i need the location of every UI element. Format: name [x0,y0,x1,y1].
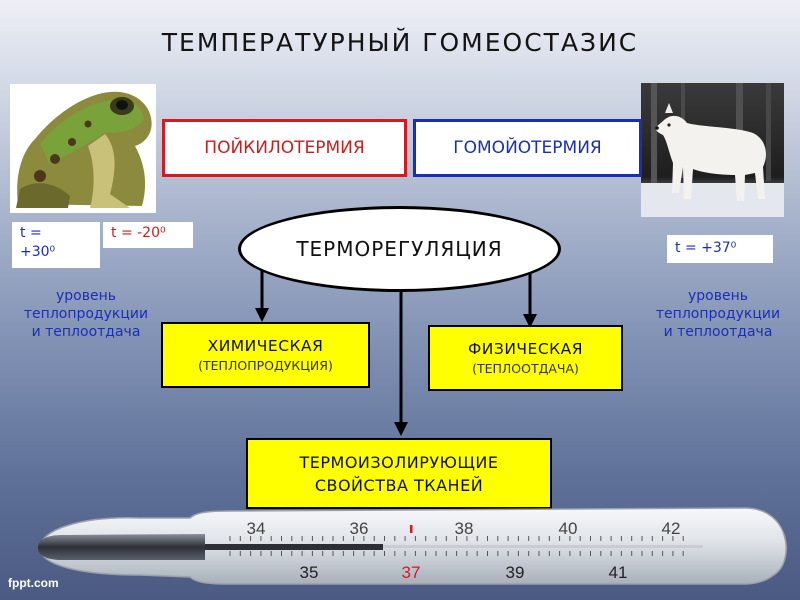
insulating-box: ТЕРМОИЗОЛИРУЮЩИЕ СВОЙСТВА ТКАНЕЙ [246,438,552,509]
capillary [383,545,703,548]
thermometer-label-top: 40 [559,519,578,538]
frog-photo [10,84,156,213]
level-right-line: уровень [687,288,748,304]
thermometer-label-top: 34 [247,519,266,538]
thermometer-label-bottom: 35 [300,563,319,582]
frog-temp-line2: +30⁰ [20,244,56,260]
physical-sublabel: (ТЕПЛООТДАЧА) [472,361,579,376]
thermometer-label-top: 36 [350,519,369,538]
chemical-sublabel: (ТЕПЛОПРОДУКЦИЯ) [198,358,333,373]
scale-ticks-upper [229,536,684,541]
frog-temp-line1: t = [20,225,42,241]
frog-cold-temp-label: t = -20⁰ [111,225,166,241]
thermometer-label-bottom: 37 [402,563,421,582]
thermometer-bulb [38,534,205,560]
red-marker [410,525,413,533]
thermometer-label-bottom: 39 [506,563,525,582]
arrow-right-head [523,314,537,328]
level-right-line: и теплоотдача [663,324,773,340]
poikilothermy-box: ПОЙКИЛОТЕРМИЯ [162,119,407,177]
chemical-label: ХИМИЧЕСКАЯ [207,337,324,355]
page-title: ТЕМПЕРАТУРНЫЙ ГОМЕОСТАЗИС [161,28,639,57]
level-left-line: и теплоотдача [31,324,141,340]
level-right-text: уровень теплопродукции и теплоотдача [640,287,796,341]
scale-ticks-lower [229,551,684,556]
mercury-column [205,544,383,550]
level-left-line: уровень [55,288,116,304]
thermometer-label-top: 38 [455,519,474,538]
footer-logo: fppt.com [8,576,59,590]
level-left-text: уровень теплопродукции и теплоотдача [8,287,164,341]
frog-cold-temp-tag: t = -20⁰ [103,222,193,248]
thermometer-label-top: 42 [662,519,681,538]
level-right-line: теплопродукции [655,306,781,322]
homoiothermy-box: ГОМОЙОТЕРМИЯ [413,119,642,177]
chemical-box: ХИМИЧЕСКАЯ (ТЕПЛОПРОДУКЦИЯ) [161,322,370,388]
frog-temp-tag: t = +30⁰ [12,222,100,268]
wolf-photo [641,83,784,217]
arrow-left-head [255,308,269,322]
level-left-line: теплопродукции [23,306,149,322]
arrow-center-head [394,422,408,436]
thermoregulation-ellipse: ТЕРМОРЕГУЛЯЦИЯ [238,206,561,292]
physical-box: ФИЗИЧЕСКАЯ (ТЕПЛООТДАЧА) [428,325,623,391]
homoiothermy-label: ГОМОЙОТЕРМИЯ [453,138,602,158]
poikilothermy-label: ПОЙКИЛОТЕРМИЯ [204,138,365,158]
physical-label: ФИЗИЧЕСКАЯ [467,340,584,358]
insulating-line1: ТЕРМОИЗОЛИРУЮЩИЕ [299,452,499,472]
thermometer-label-bottom: 41 [609,563,628,582]
wolf-temp-tag: t = +37⁰ [667,235,773,263]
thermoregulation-label: ТЕРМОРЕГУЛЯЦИЯ [296,237,503,261]
insulating-line2: СВОЙСТВА ТКАНЕЙ [314,475,484,495]
wolf-temp-label: t = +37⁰ [675,240,737,256]
